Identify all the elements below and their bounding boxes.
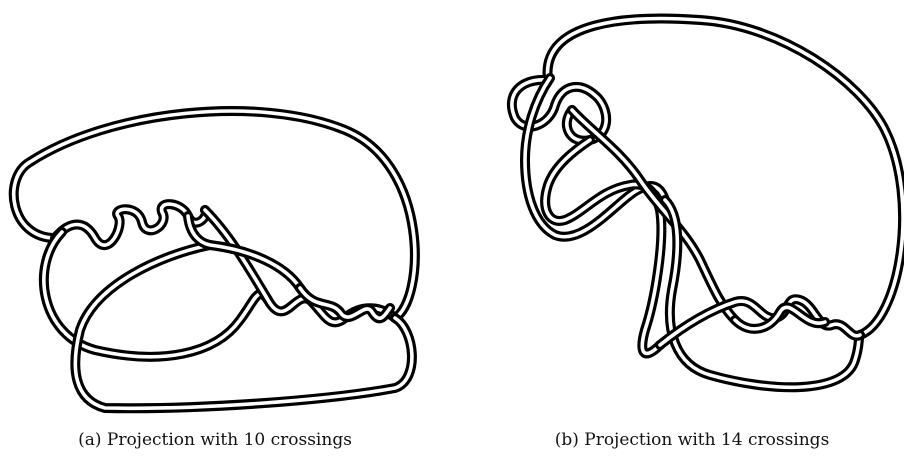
knot-diagram-a (8, 106, 420, 414)
figure-panel-a: (a) Projection with 10 crossings (0, 0, 430, 460)
figure-caption-a: (a) Projection with 10 crossings (78, 430, 352, 450)
figure-panel-b: (b) Projection with 14 crossings (480, 0, 904, 460)
knot-strand-lower-loop (70, 240, 417, 414)
knot-strand-inner-left (540, 135, 667, 359)
knot-strand-lower-lobe (660, 195, 865, 393)
figure-caption-b: (b) Projection with 14 crossings (554, 430, 830, 450)
knot-strand-outer-loop (542, 13, 904, 340)
knot-diagram-b (506, 13, 904, 393)
knot-strand-lower-twists (295, 283, 395, 324)
